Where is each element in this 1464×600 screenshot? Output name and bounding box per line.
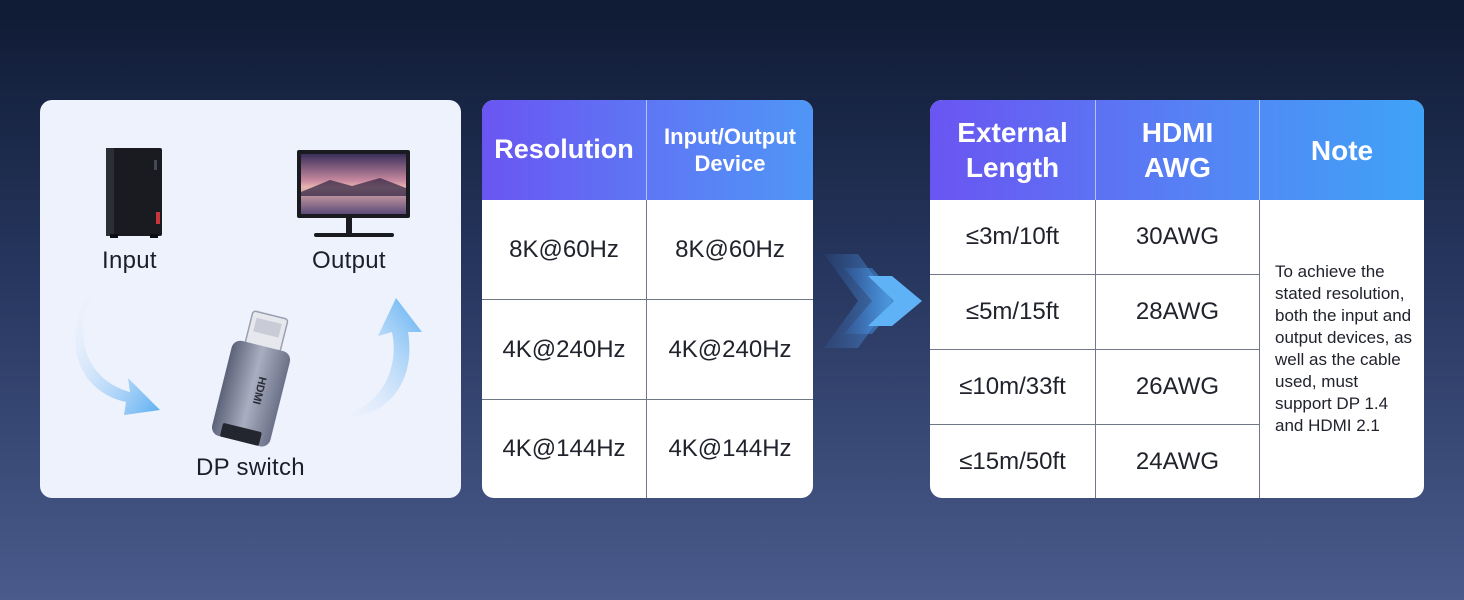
header-device: Input/Output Device	[664, 123, 796, 177]
output-label: Output	[312, 247, 386, 274]
table-cell: 4K@240Hz	[647, 300, 813, 400]
connection-diagram: HDMI Input Output DP switch	[40, 100, 461, 498]
monitor-icon	[297, 150, 410, 237]
table-cell: 30AWG	[1096, 200, 1260, 275]
table-cell: 4K@144Hz	[482, 400, 647, 498]
input-label: Input	[102, 247, 157, 274]
dp-adapter-icon: HDMI	[211, 310, 291, 447]
table-cell: 26AWG	[1096, 350, 1260, 425]
header-hdmi-awg: HDMI AWG	[1096, 100, 1260, 200]
table-cell: ≤3m/10ft	[930, 200, 1096, 275]
pc-tower-icon	[106, 148, 162, 238]
chevron-arrows-icon	[824, 254, 922, 348]
table-cell: 8K@60Hz	[482, 200, 647, 300]
table-header-background	[482, 100, 813, 200]
header-note: Note	[1310, 134, 1374, 166]
curved-arrow-up-icon	[330, 298, 422, 419]
table-header-background	[930, 100, 1424, 200]
table-cell: ≤5m/15ft	[930, 275, 1096, 350]
table-cell: ≤15m/50ft	[930, 425, 1096, 498]
table-cell: ≤10m/33ft	[930, 350, 1096, 425]
header-external-length: External Length	[930, 100, 1096, 200]
header-resolution: Resolution	[482, 100, 647, 200]
adapter-label: DP switch	[196, 454, 305, 481]
table-cell: 28AWG	[1096, 275, 1260, 350]
table-cell: 24AWG	[1096, 425, 1260, 498]
table-cell: 4K@144Hz	[668, 435, 792, 462]
cable-length-table: External Length HDMI AWG Note ≤3m/10ft 3…	[930, 100, 1424, 498]
diagram-artwork: HDMI	[75, 148, 422, 447]
note-text: To achieve the stated resolution, both t…	[1275, 262, 1413, 435]
curved-arrow-down-icon	[75, 282, 160, 415]
resolution-table: Resolution Input/Output Device 8K@60Hz 8…	[482, 100, 813, 498]
table-cell: 8K@60Hz	[647, 200, 813, 300]
table-cell: 4K@240Hz	[482, 300, 647, 400]
